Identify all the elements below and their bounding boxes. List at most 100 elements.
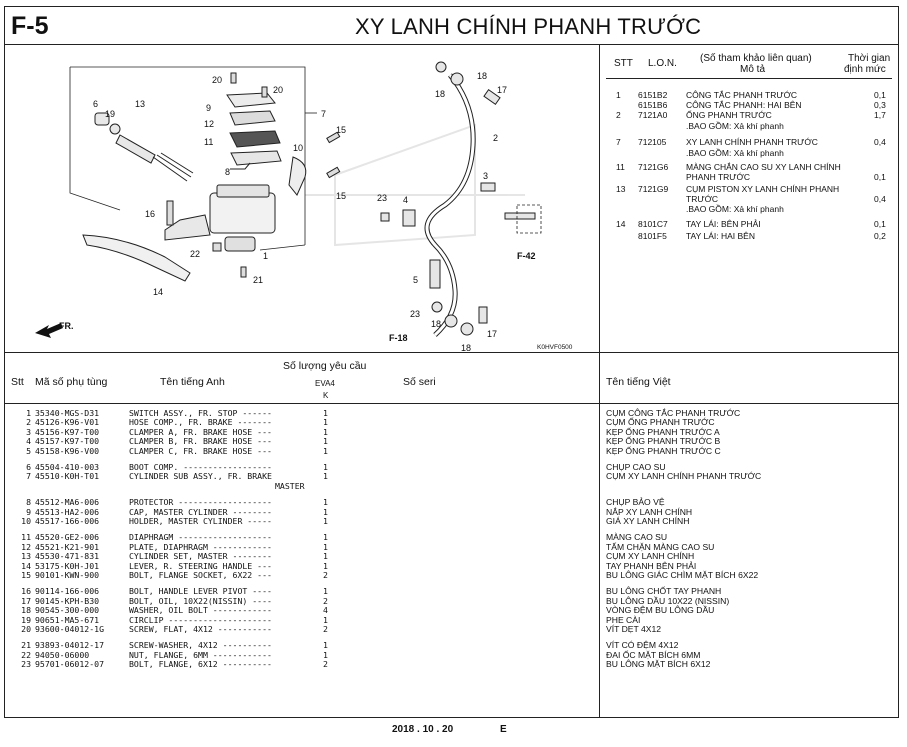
col-name-en: Tên tiếng Anh [160, 376, 225, 388]
part-pn: 90114-166-006 [35, 586, 100, 597]
part-en: BOLT, OIL, 10X22(NISSIN) ---- [129, 595, 272, 606]
part-name-vn: BU LÔNG CHỐT TAY PHANH [606, 586, 722, 597]
col-stt: Stt [11, 376, 24, 388]
part-q: 4 [323, 605, 328, 616]
part-en: LEVER, R. STEERING HANDLE --- [129, 560, 272, 571]
part-name-vn: BU LÔNG MẶT BÍCH 6X12 [606, 659, 711, 670]
catalog-page: F-5 XY LANH CHÍNH PHANH TRƯỚC [4, 6, 899, 718]
ref-desc: CỤM PISTON XY LANH CHÍNH PHANH [686, 184, 840, 194]
part-q: 1 [323, 408, 328, 418]
parts-list-header: Stt Mã số phụ tùng Tên tiếng Anh Số lượn… [5, 352, 898, 404]
part-pn: 35340-MGS-D31 [35, 408, 100, 418]
callout: 23 [377, 193, 387, 203]
part-en: CYLINDER SUB ASSY., FR. BRAKE [129, 471, 272, 482]
ref-stt: 13 [616, 184, 626, 194]
bracket-lines [69, 66, 317, 251]
part-q: 1 [323, 560, 328, 571]
image-code: K0HVF0500 [537, 344, 573, 351]
ref-desc: CÔNG TẮC PHANH TRƯỚC [686, 90, 798, 100]
part-no: 23 [21, 659, 31, 670]
brake-hose [424, 73, 476, 337]
part-en-cont: MASTER [275, 480, 305, 491]
ref-col-time-2: định mức [844, 64, 886, 75]
ref-desc: ỐNG PHANH TRƯỚC [686, 110, 772, 120]
callout: 5 [413, 275, 418, 285]
ref-lon: 712105 [638, 137, 667, 147]
part-q: 1 [323, 445, 328, 456]
part-en: CLAMPER B, FR. BRAKE HOSE --- [129, 436, 272, 447]
part-en: WASHER, OIL BOLT ------------ [129, 605, 272, 616]
callout: 13 [135, 99, 145, 109]
part-q: 1 [323, 436, 328, 447]
part-no: 16 [21, 586, 31, 597]
ref-time: 1,7 [874, 110, 886, 120]
brake-lever [82, 234, 191, 282]
part-q: 1 [323, 649, 328, 660]
part-q: 1 [323, 551, 328, 562]
part-q: 2 [323, 595, 328, 606]
part-name-vn: CỤM ỐNG PHANH TRƯỚC [606, 417, 715, 428]
ref-stt: 11 [616, 162, 625, 172]
part-en: SCREW-WASHER, 4X12 ---------- [129, 640, 272, 651]
part-name-vn: NẮP XY LANH CHÍNH [606, 506, 693, 517]
part-no: 3 [26, 426, 31, 437]
part-pn: 94050-06000 [35, 649, 90, 660]
part-q: 1 [323, 462, 328, 472]
part-pn: 45521-K21-901 [35, 541, 100, 552]
part-pn: 90145-KPH-B30 [35, 595, 100, 606]
diagram-drawing: FR. 20 20 9 12 11 6 19 13 7 15 10 8 15 1… [35, 61, 573, 352]
callout: 8 [225, 167, 230, 177]
callout: 12 [204, 119, 214, 129]
part-en: PROTECTOR ------------------- [129, 497, 272, 508]
part-en: DIAPHRAGM ------------------- [129, 532, 272, 543]
ref-stt: 1 [616, 90, 621, 100]
part-q: 1 [323, 614, 328, 625]
part-name-vn: PHE CÀI [606, 614, 641, 625]
part-no: 17 [21, 595, 31, 606]
part-en: BOLT, FLANGE SOCKET, 6X22 --- [129, 570, 272, 580]
part-en: BOLT, HANDLE LEVER PIVOT ---- [129, 586, 272, 597]
part-name-vn: TAY PHANH BÊN PHẢI [606, 560, 697, 571]
part-name-vn: GIÁ XY LANH CHÍNH [606, 516, 690, 526]
ref-time: 0,3 [874, 100, 886, 110]
part-q: 1 [323, 506, 328, 517]
part-pn: 45158-K96-V00 [35, 445, 100, 456]
callout: 11 [204, 137, 213, 147]
ref-desc: .BAO GỒM: Xả khí phanh [686, 121, 784, 131]
callout: 20 [273, 85, 283, 95]
part-no: 14 [21, 560, 31, 571]
ref-col-lon: L.O.N. [648, 58, 677, 69]
part-no: 18 [21, 605, 31, 616]
part-pn: 45530-471-831 [35, 551, 100, 562]
ref-time: 0,4 [874, 194, 886, 204]
callout: 14 [153, 287, 163, 297]
part-pn: 95701-06012-07 [35, 659, 105, 670]
part-name-vn: CỤM CÔNG TẮC PHANH TRƯỚC [606, 408, 741, 418]
part-q: 1 [323, 417, 328, 428]
part-no: 21 [21, 640, 31, 651]
col-type: K [323, 391, 329, 400]
master-cylinder-body [164, 184, 276, 252]
piston-assembly [94, 112, 194, 182]
part-q: 1 [323, 532, 328, 543]
part-pn: 93600-04012-1G [35, 624, 105, 634]
part-no: 12 [21, 541, 31, 552]
ref-desc: .BAO GỒM: Xả khí phanh [686, 148, 784, 158]
ref-desc: TAY LÁI: BÊN PHẢI [686, 219, 761, 229]
callout: 21 [253, 275, 263, 285]
ref-lon: 6151B2 [638, 90, 668, 100]
footer-date: 2018 . 10 . 20 [392, 724, 454, 735]
part-en: SCREW, FLAT, 4X12 ----------- [129, 624, 272, 634]
part-no: 20 [21, 624, 31, 634]
ref-col-desc: (Số tham khảo liên quan) [700, 53, 812, 64]
page-title: XY LANH CHÍNH PHANH TRƯỚC [355, 14, 702, 39]
part-name-vn: KẸP ỐNG PHANH TRƯỚC C [606, 445, 721, 456]
ref-desc: TRƯỚC [686, 194, 719, 204]
part-name-vn: KẸP ỐNG PHANH TRƯỚC A [606, 426, 720, 437]
ref-stt: 7 [616, 137, 621, 147]
callout: 20 [212, 75, 222, 85]
part-pn: 45126-K96-V01 [35, 417, 100, 428]
callout: 2 [493, 133, 498, 143]
callout: 6 [93, 99, 98, 109]
ref-lon: 7121G9 [638, 184, 669, 194]
